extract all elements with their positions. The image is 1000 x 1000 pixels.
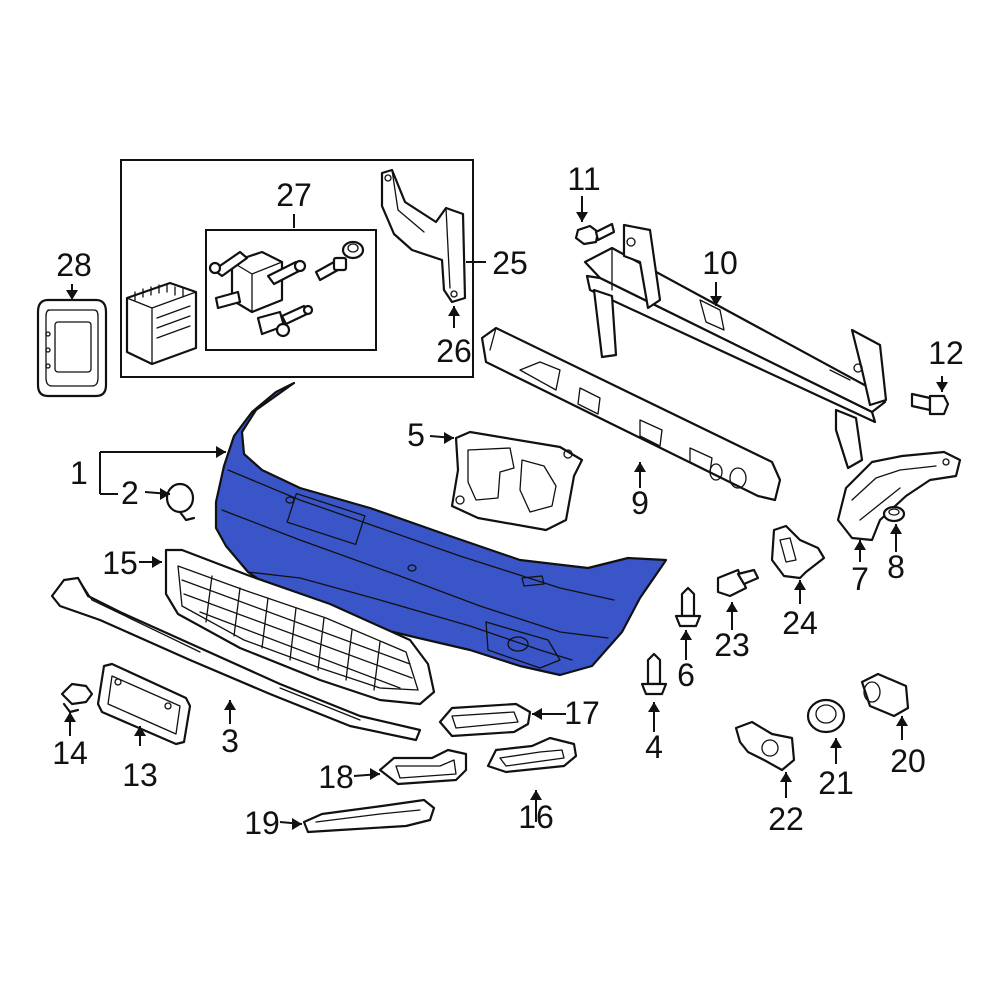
callout-25: 25 [492,245,528,281]
sensor-ring-21[interactable] [806,698,846,734]
callout-7: 7 [851,561,869,597]
callout-9: 9 [631,485,649,521]
callout-11: 11 [567,161,600,197]
callout-10: 10 [702,245,738,281]
callout-6: 6 [677,657,695,693]
fog-lamp-bezel-upper[interactable] [438,702,532,738]
camera-housing[interactable] [36,298,108,398]
sensor-bracket-assembly[interactable] [208,250,314,338]
bumper-side-bracket[interactable] [450,430,584,532]
callout-5: 5 [407,417,425,453]
push-pin-6[interactable] [674,586,702,628]
bumper-cover[interactable] [214,381,668,677]
fog-lamp-bezel-left[interactable] [378,748,468,786]
bumper-nut[interactable] [882,505,906,523]
push-pin-4[interactable] [640,652,668,696]
license-plate-bracket[interactable] [96,662,192,746]
sensor-bracket-24[interactable] [770,524,826,580]
callout-19: 19 [244,805,280,841]
retaining-clip[interactable] [60,682,94,714]
sensor-holder-22[interactable] [734,720,796,772]
callout-labels: 1 2 3 4 5 6 7 8 9 10 11 12 13 14 15 16 1… [52,161,964,841]
callout-17: 17 [564,695,600,731]
bolt-11[interactable] [574,222,616,246]
callout-14: 14 [52,735,88,771]
control-module[interactable] [125,281,198,366]
callout-1: 1 [70,455,88,491]
inset-box-27 [205,229,377,351]
bumper-bracket-right[interactable] [836,450,962,542]
callout-24: 24 [782,605,818,641]
bumper-reinforcement[interactable] [583,223,888,470]
callout-22: 22 [768,801,804,837]
arrowheads [64,212,948,830]
callout-18: 18 [318,759,354,795]
callout-13: 13 [122,757,158,793]
callout-21: 21 [818,765,854,801]
lower-trim-strip[interactable] [50,576,422,742]
chrome-trim-strip[interactable] [302,798,436,834]
bolt-27[interactable] [314,256,348,282]
inset-box [120,159,474,378]
nut-27[interactable] [341,240,365,260]
callout-8: 8 [887,549,905,585]
sensor-23[interactable] [716,568,760,598]
radar-mount-bracket[interactable] [380,168,467,304]
lower-grille[interactable] [164,548,436,706]
callout-23: 23 [714,627,750,663]
callout-15: 15 [102,545,138,581]
energy-absorber[interactable] [480,326,782,502]
fog-lamp-bezel-right[interactable] [486,736,578,774]
callout-16: 16 [518,799,554,835]
bumper-cover-fill [214,381,668,677]
bolt-12[interactable] [910,392,950,416]
callout-28: 28 [56,247,92,283]
callout-4: 4 [645,729,663,765]
callout-12: 12 [928,335,964,371]
callout-26: 26 [436,333,472,369]
tow-hook-cap[interactable] [165,482,196,522]
callout-2: 2 [121,475,139,511]
callout-27: 27 [276,177,312,213]
callout-20: 20 [890,743,926,779]
callout-3: 3 [221,723,239,759]
parking-sensor-20[interactable] [860,672,910,718]
